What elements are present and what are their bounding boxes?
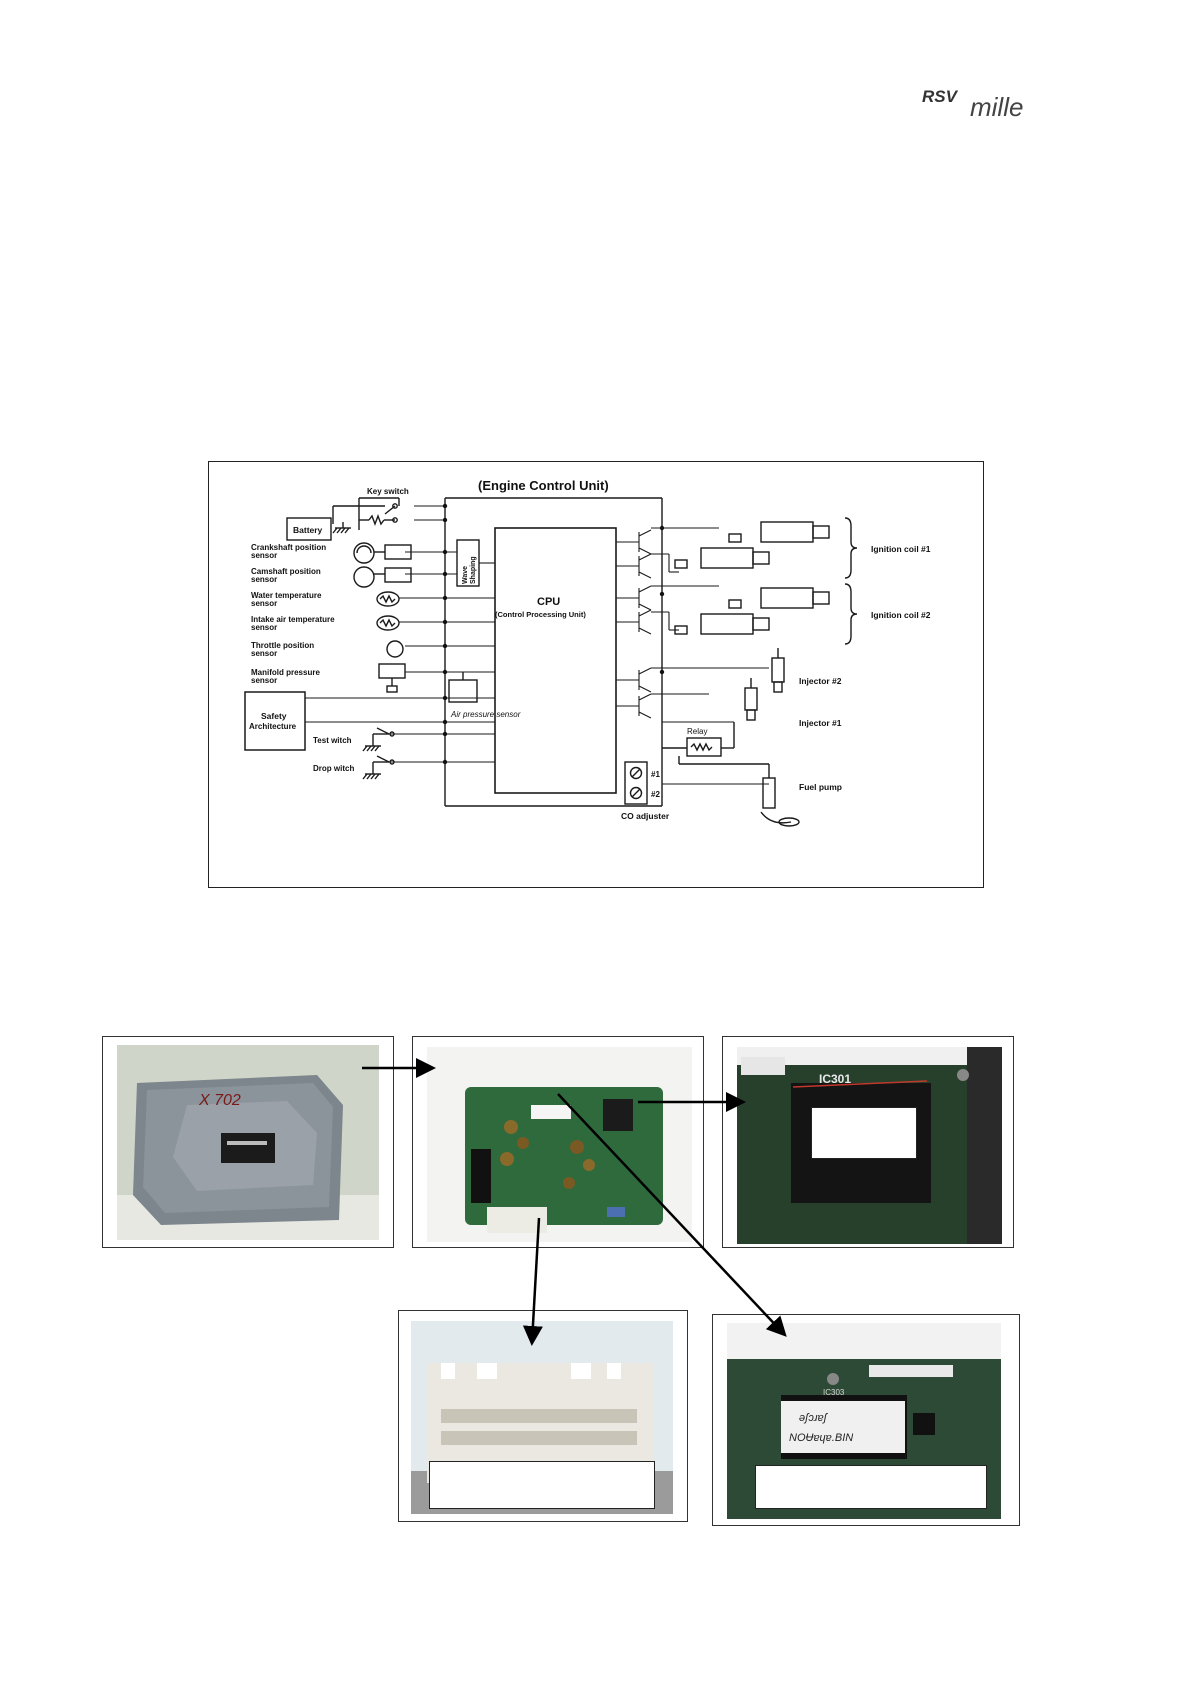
ic301-photo: IC301: [737, 1047, 1002, 1244]
co-adjuster-label: CO adjuster: [621, 811, 670, 821]
pcb-photo: [427, 1047, 692, 1242]
photo-frame-connector: [398, 1310, 688, 1522]
ic303-chip-label: IC303: [823, 1388, 845, 1397]
water-temp-label-2: sensor: [251, 599, 277, 608]
co-adjuster-2-label: #2: [651, 790, 660, 799]
logo-text-mille: mille: [970, 92, 1023, 122]
drop-switch-label: Drop witch: [313, 764, 354, 773]
safety-architecture-box: [244, 691, 306, 751]
crankshaft-label-2: sensor: [251, 551, 277, 560]
throttle-label-1: Throttle position: [251, 641, 314, 650]
crankshaft-label-1: Crankshaft position: [251, 543, 326, 552]
ecu-case-photo: X 702: [117, 1045, 379, 1240]
key-switch-label: Key switch: [367, 487, 409, 496]
eprom-sticker-line-2: NOɄɐɥɐ.BIN: [789, 1432, 853, 1444]
injector-1-label: Injector #1: [799, 718, 842, 728]
manifold-label-2: sensor: [251, 676, 277, 685]
connector-photo: [411, 1321, 673, 1514]
ic301-blank-label: [811, 1107, 917, 1159]
battery-box: [286, 517, 332, 541]
throttle-label-2: sensor: [251, 649, 277, 658]
cpu-block: [494, 527, 617, 794]
connector-blank-label: [429, 1461, 655, 1509]
air-pressure-label: Air pressure sensor: [450, 710, 521, 719]
ic303-blank-label: [755, 1465, 987, 1509]
rsv-mille-logo: RSV mille: [920, 84, 1070, 124]
logo-text-rsv: RSV: [922, 87, 959, 106]
photo-frame-ic301: IC301: [722, 1036, 1014, 1248]
wave-shaping-label-2: Shaping: [470, 556, 477, 584]
co-adjuster-1-label: #1: [651, 770, 660, 779]
relay-label: Relay: [687, 727, 707, 736]
eprom-sticker-line-1: əʃɔɹɐʃ: [799, 1412, 829, 1424]
ecu-case-marking: X 702: [198, 1092, 241, 1109]
wave-shaping-label-1: Wave: [462, 566, 469, 584]
cpu-label: CPU: [537, 596, 560, 608]
camshaft-label-1: Camshaft position: [251, 567, 321, 576]
ic301-chip-label: IC301: [819, 1072, 851, 1086]
ignition-coil-1-label: Ignition coil #1: [871, 544, 931, 554]
photo-frame-ic303: əʃɔɹɐʃ NOɄɐɥɐ.BIN IC303: [712, 1314, 1020, 1526]
photo-frame-pcb: [412, 1036, 704, 1248]
battery-label: Battery: [293, 525, 323, 535]
manifold-label-1: Manifold pressure: [251, 668, 320, 677]
brace-ignition-1: [844, 517, 858, 579]
intake-air-label-1: Intake air temperature: [251, 615, 335, 624]
test-switch-label: Test witch: [313, 736, 352, 745]
safety-label-1: Safety: [261, 711, 287, 721]
diagram-title: (Engine Control Unit): [478, 478, 609, 493]
water-temp-label-1: Water temperature: [251, 591, 322, 600]
ecu-wiring-diagram: (Engine Control Unit) CPU (Control Proce…: [208, 461, 984, 888]
ignition-coils: [674, 521, 830, 635]
safety-label-2: Architecture: [249, 722, 297, 731]
fuel-pump-label: Fuel pump: [799, 782, 842, 792]
ic303-photo: əʃɔɹɐʃ NOɄɐɥɐ.BIN IC303: [727, 1323, 1001, 1519]
cpu-sublabel: (Control Processing Unit): [495, 610, 586, 619]
photo-frame-ecu-case: X 702: [102, 1036, 394, 1248]
camshaft-label-2: sensor: [251, 575, 277, 584]
ignition-coil-2-label: Ignition coil #2: [871, 610, 931, 620]
injector-2-label: Injector #2: [799, 676, 842, 686]
brace-ignition-2: [844, 583, 858, 645]
intake-air-label-2: sensor: [251, 623, 277, 632]
